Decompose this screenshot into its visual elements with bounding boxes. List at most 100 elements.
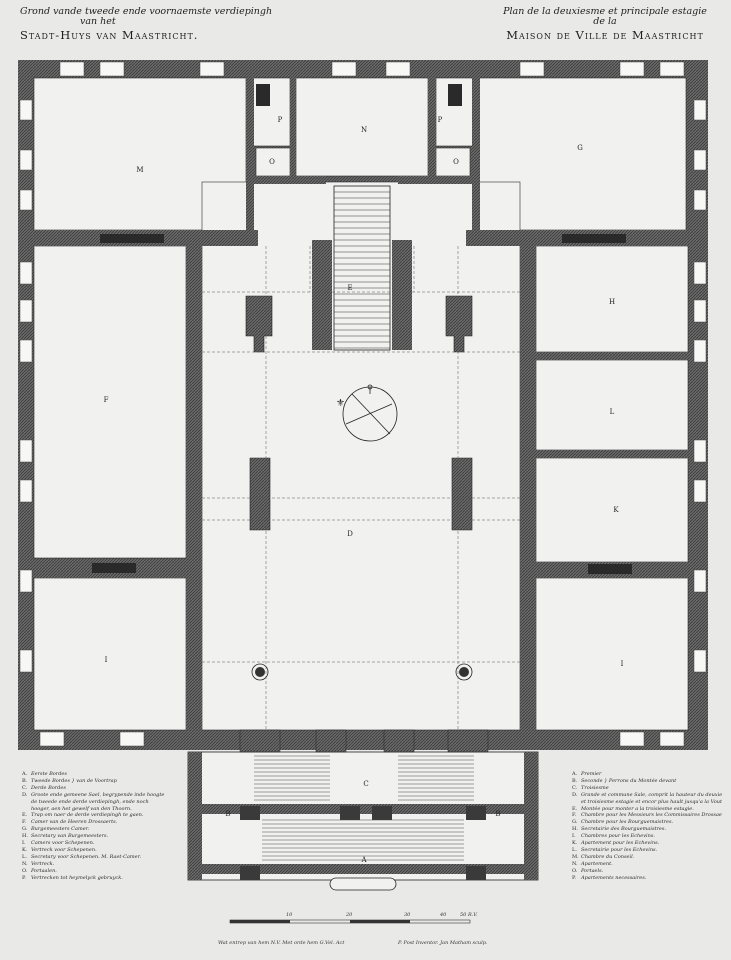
label-H: H xyxy=(609,298,615,306)
legend-fr-text: Troisiesme xyxy=(581,784,609,791)
legend-fr-text: Chambres pour les Echevins. xyxy=(581,833,656,840)
legend-fr-entry: H.Secretairie des Bourguemaistres. xyxy=(572,826,722,833)
title-nl-line3: Stadt-Huys van Maastricht. xyxy=(20,28,199,42)
legend-nl-text: Portaalen. xyxy=(31,867,57,874)
title-fr-line3: Maison de Ville de Maastricht xyxy=(506,28,704,42)
label-C: C xyxy=(363,780,368,788)
room-L xyxy=(535,359,689,451)
legend-nl-text: Derde Bordes xyxy=(31,784,66,791)
legend-fr-entry: A.Premier xyxy=(572,771,722,778)
label-P-right: P xyxy=(438,116,443,124)
legend-nl-entry: C.Derde Bordes xyxy=(22,785,182,792)
legend-nl-entry: hooger, aen het gewelf van den Thoorn. xyxy=(22,806,182,813)
label-K: K xyxy=(613,506,619,514)
legend-nl-entry: L.Secretary voor Schepenen. M. Raet-Came… xyxy=(22,854,182,861)
legend-nl-entry: N.Vertreck. xyxy=(22,861,182,868)
legend-fr-entry: G.Chambre pour les Bourguemaistres. xyxy=(572,819,722,826)
legend-fr-text: et troisiesme estagie et encor plus haul… xyxy=(581,798,722,805)
legend-nl-text: Tweede Bordes } van de Voortrap xyxy=(31,777,117,784)
room-K xyxy=(535,457,689,563)
legend-fr-text: Seconde } Perrons du Montée devant xyxy=(581,777,677,784)
legend-fr-text: Apartements necessaires. xyxy=(581,874,647,881)
scale-label-1: 10 xyxy=(286,912,293,918)
credit-right: P. Post Inventor. Jan Matham sculp. xyxy=(398,940,488,946)
legend-fr-key: L. xyxy=(572,846,577,853)
scale-label-3: 30 xyxy=(404,912,411,918)
legend-fr-entry: B.Seconde } Perrons du Montée devant xyxy=(572,778,722,785)
legend-nl-key: K. xyxy=(22,846,28,853)
label-F: F xyxy=(104,396,109,404)
label-O-left: O xyxy=(269,158,275,166)
label-G: G xyxy=(577,144,583,152)
title-fr-line2: de la xyxy=(593,16,617,27)
legend-fr-entry: F.Chambre pour les Messieurs les Commiss… xyxy=(572,812,722,819)
fleur-de-lis-icon: ⚜ xyxy=(336,398,345,409)
legend-nl-entry: E.Trap om naer de derde verdiepingh te g… xyxy=(22,812,182,819)
legend-nl-key: I. xyxy=(22,840,26,847)
legend-fr-key: G. xyxy=(572,819,578,826)
legend-fr-key: K. xyxy=(572,840,578,847)
label-D: D xyxy=(347,530,353,538)
room-I-left xyxy=(33,577,187,731)
legend-fr-text: Chambre du Conseil. xyxy=(581,853,635,860)
legend-fr-key: D. xyxy=(572,791,578,798)
title-dutch: Grond vande tweede ende voornaemste verd… xyxy=(20,6,350,43)
legend-nl-text: Vertreck. xyxy=(31,860,55,867)
legend-fr-entry: L. Secretairie pour les Echevins. xyxy=(572,847,722,854)
legend-nl-key: A. xyxy=(22,771,28,777)
legend-nl-text: Vertreck voor Schepenen. xyxy=(31,846,97,853)
legend-nl-entry: H.Secretary van Burgemeesters. xyxy=(22,833,182,840)
label-A: A xyxy=(360,856,367,864)
legend-nl-text: Secretary voor Schepenen. M. Raet-Camer. xyxy=(31,853,142,860)
legend-nl-entry: de tweede ende derde verdiepingh, ende n… xyxy=(22,799,182,806)
legend-nl-entry: O.Portaalen. xyxy=(22,868,182,875)
legend-fr-key: N. xyxy=(572,860,578,867)
legend-fr-entry: K.Apartement pour les Echevins. xyxy=(572,840,722,847)
legend-nl-key: N. xyxy=(22,860,28,867)
legend-nl-key: E. xyxy=(22,812,28,819)
label-M: M xyxy=(136,166,143,174)
legend-fr-text: Secretairie pour les Echevins. xyxy=(581,846,658,853)
legend-fr-text: Montée pour monter a la troisiesme estag… xyxy=(581,805,694,812)
legend-nl-key: G. xyxy=(22,826,28,833)
label-P-left: P xyxy=(278,116,283,124)
legend-nl-entry: D.Groote ende gemeene Sael, begrypende i… xyxy=(22,792,182,799)
legend-fr-entry: N.Apartement. xyxy=(572,861,722,868)
legend-fr-entry: P. Apartements necessaires. xyxy=(572,875,722,882)
staircase-E xyxy=(312,185,412,351)
legend-fr-text: Apartement. xyxy=(581,860,613,867)
legend-nl-text: Vertrecken tot heymelyck gebruyck. xyxy=(31,874,123,881)
legend-nl-text: de tweede ende derde verdiepingh, ende n… xyxy=(31,798,149,805)
legend-fr-key: F. xyxy=(572,812,577,819)
legend-fr-entry: et troisiesme estagie et encor plus haul… xyxy=(572,799,722,806)
legend-fr-text: Grande et commune Sale, comprit la haute… xyxy=(581,791,722,798)
label-B-right: B xyxy=(495,810,500,818)
legend-nl-text: Burgemeesters Camer. xyxy=(31,826,90,833)
legend-fr-entry: C.Troisiesme xyxy=(572,785,722,792)
legend-fr-key: M. xyxy=(572,853,579,860)
legend-fr-key: I. xyxy=(572,833,576,840)
legend-fr-entry: I. Chambres pour les Echevins. xyxy=(572,833,722,840)
legend-nl-key: D. xyxy=(22,791,28,798)
legend-nl-text: Eerste Bordes xyxy=(31,771,67,777)
legend-fr-entry: D.Grande et commune Sale, comprit la hau… xyxy=(572,792,722,799)
label-I-left: I xyxy=(105,656,108,664)
scale-label-5: 50 R.V. xyxy=(460,912,478,918)
legend-fr-text: Premier xyxy=(581,771,602,777)
legend-fr-text: Chambre pour les Bourguemaistres. xyxy=(581,819,674,826)
room-I-right xyxy=(535,577,689,731)
label-O-right: O xyxy=(453,158,459,166)
legend-fr-entry: E.Montée pour monter a la troisiesme est… xyxy=(572,806,722,813)
legend-nl-text: hooger, aen het gewelf van den Thoorn. xyxy=(31,805,132,812)
legend-nl-text: Trap om naer de derde verdiepingh te gae… xyxy=(31,812,144,819)
legend-fr-key: H. xyxy=(572,826,578,833)
label-N: N xyxy=(361,126,367,134)
legend-nl-text: Groote ende gemeene Sael, begrypende ind… xyxy=(31,791,165,798)
legend-nl-text: Camer van de Heeren Drossaerts. xyxy=(31,819,118,826)
legend-nl-key: B. xyxy=(22,777,28,784)
legend-fr-text: Apartement pour les Echevins. xyxy=(581,840,660,847)
legend-fr-key: P. xyxy=(572,874,576,881)
legend-nl-entry: B.Tweede Bordes } van de Voortrap xyxy=(22,778,182,785)
legend-nl-entry: F.Camer van de Heeren Drossaerts. xyxy=(22,819,182,826)
